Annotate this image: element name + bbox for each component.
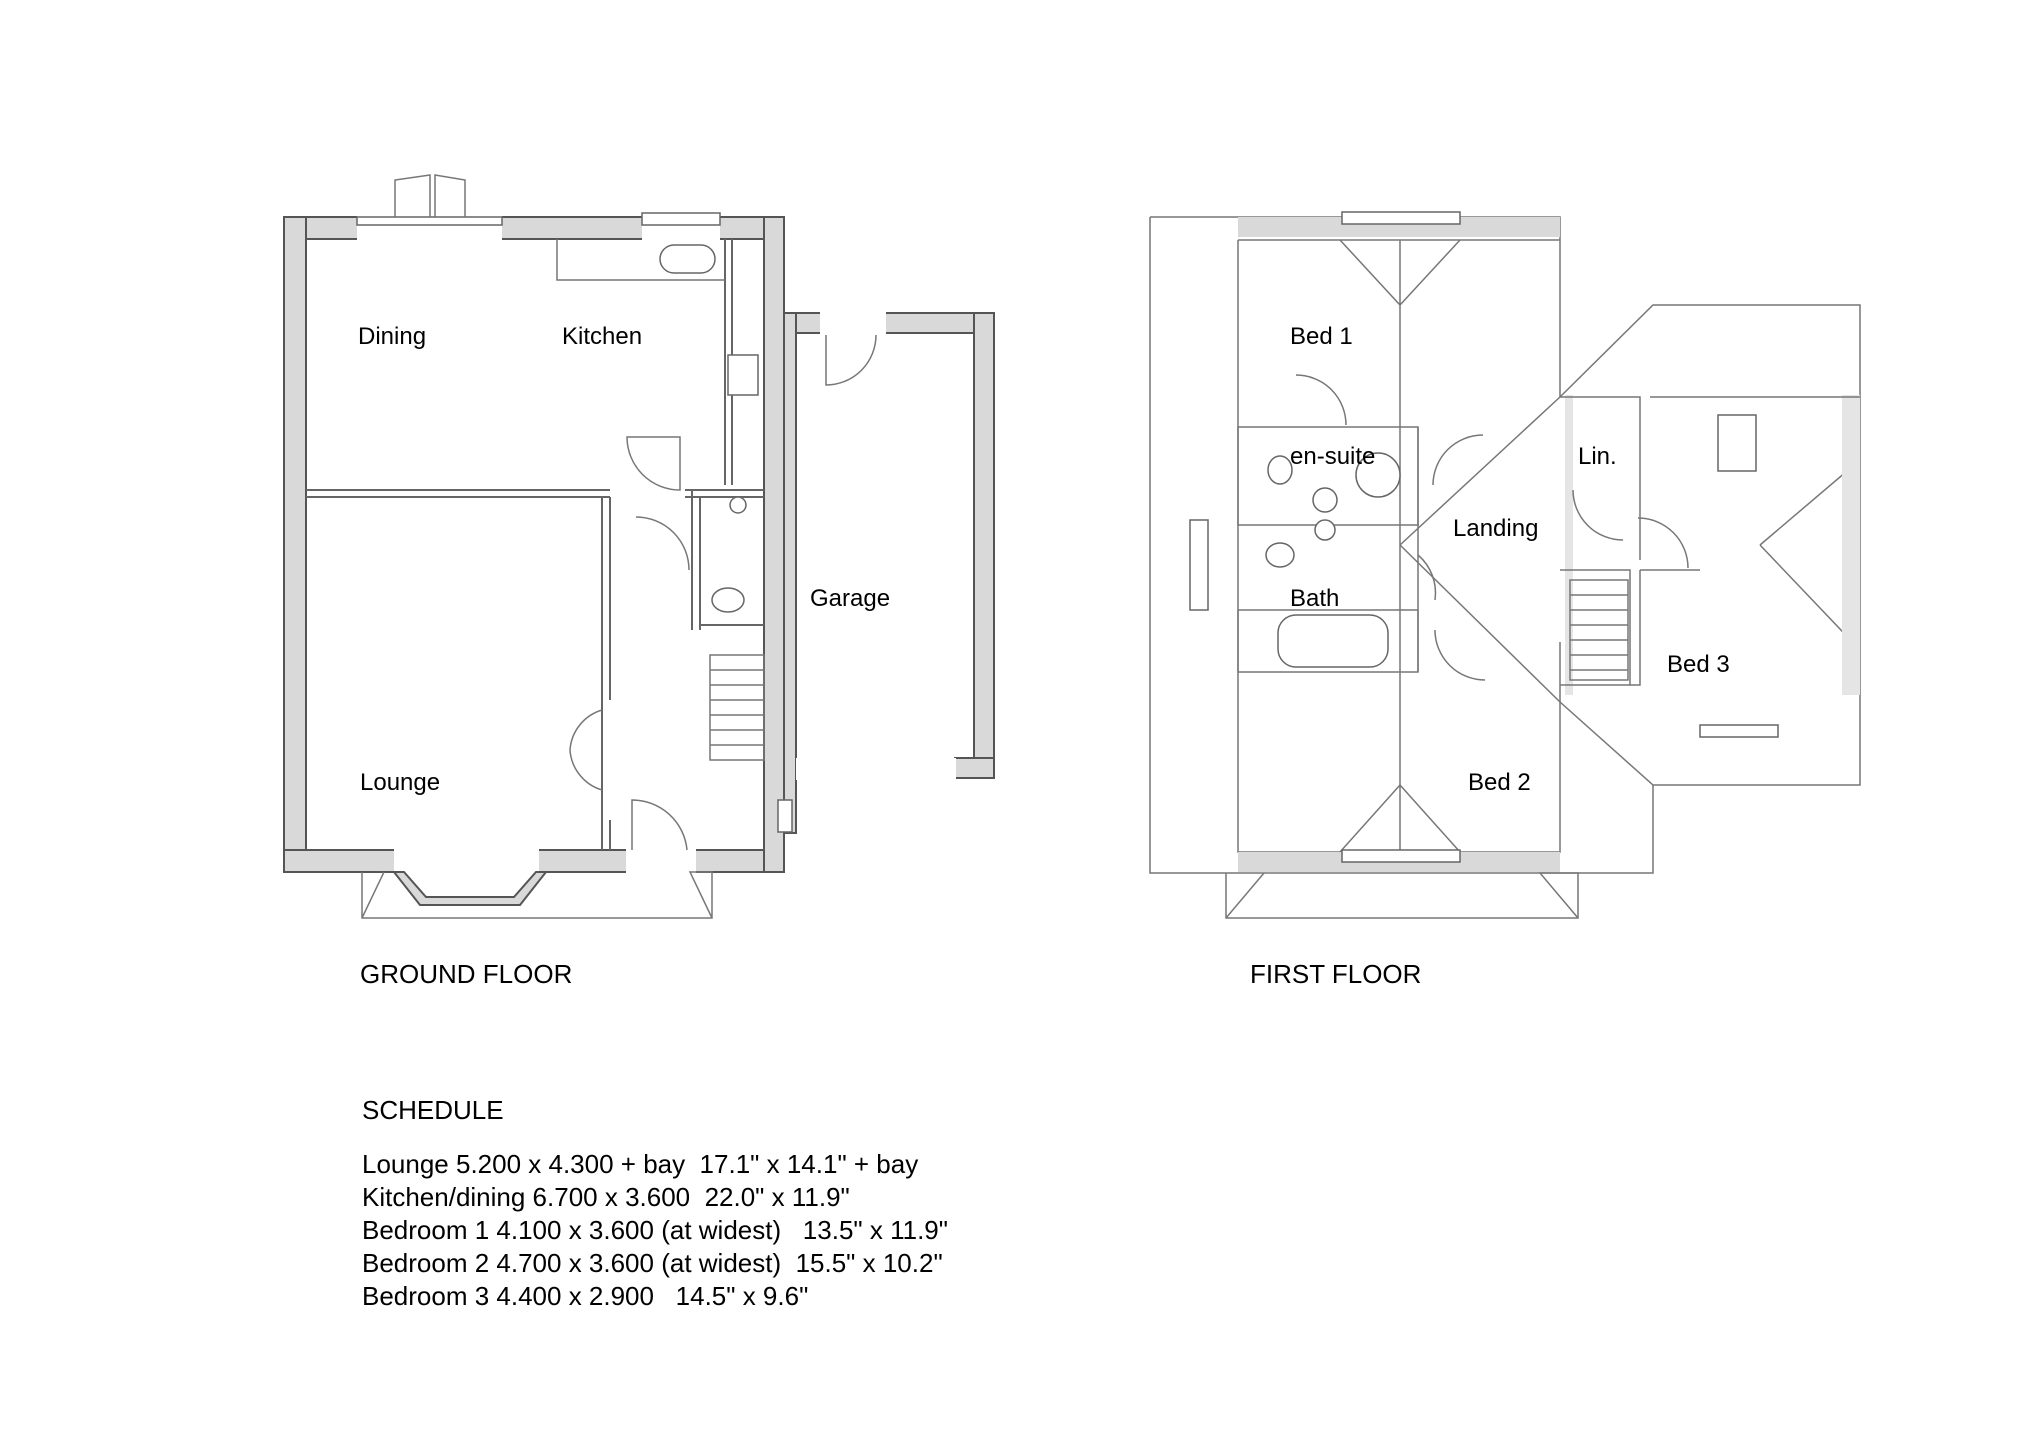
wc-basin bbox=[729, 496, 747, 514]
schedule-row-bedroom-2: Bedroom 2 4.700 x 3.600 (at widest) 15.5… bbox=[362, 1248, 943, 1278]
schedule-title: SCHEDULE bbox=[362, 1095, 504, 1125]
ground-floor-interior-walls bbox=[306, 239, 764, 850]
garage-door-opening bbox=[796, 758, 956, 780]
schedule-row-bedroom-3: Bedroom 3 4.400 x 2.900 14.5" x 9.6" bbox=[362, 1281, 809, 1311]
first-floor-partitions bbox=[1237, 426, 1419, 673]
ensuite-toilet bbox=[1267, 455, 1293, 485]
bed3-side-wall bbox=[1842, 395, 1860, 695]
wc-door-swing bbox=[635, 516, 690, 571]
bath-basin bbox=[1314, 519, 1336, 541]
ground-floor-title: GROUND FLOOR bbox=[360, 959, 572, 989]
bath-tub bbox=[1277, 614, 1389, 668]
bed3-window bbox=[1699, 724, 1779, 738]
garage-side-window bbox=[777, 799, 793, 833]
room-label-bath: Bath bbox=[1290, 585, 1339, 612]
shower bbox=[1355, 452, 1401, 498]
kitchen-door-swing bbox=[626, 436, 681, 491]
bed2-door-swing bbox=[1434, 629, 1486, 681]
bay-window bbox=[361, 871, 713, 919]
kitchen-sink bbox=[659, 244, 716, 274]
room-label-bed2: Bed 2 bbox=[1468, 769, 1531, 796]
rooflight bbox=[1717, 414, 1757, 472]
ground-floor-plan: Dining Kitchen Lounge Garage GROUND FLOO… bbox=[283, 174, 995, 989]
bed3-door-swing bbox=[1637, 517, 1689, 569]
lounge-door-swing bbox=[569, 709, 603, 791]
hob bbox=[727, 354, 759, 396]
room-label-linen: Lin. bbox=[1578, 443, 1617, 470]
room-label-lounge: Lounge bbox=[360, 769, 440, 796]
french-door-swing bbox=[394, 174, 466, 217]
first-floor-rear-wall bbox=[1238, 217, 1560, 237]
room-label-bed1: Bed 1 bbox=[1290, 323, 1353, 350]
linen-door-swing bbox=[1572, 489, 1624, 541]
room-label-landing: Landing bbox=[1453, 515, 1538, 542]
room-schedule: SCHEDULE Lounge 5.200 x 4.300 + bay 17.1… bbox=[362, 1095, 948, 1313]
bath-window bbox=[1189, 519, 1209, 611]
kitchen-worktop bbox=[556, 239, 725, 281]
front-door-opening bbox=[626, 848, 696, 874]
bed1-door-swing bbox=[1432, 434, 1484, 486]
room-label-ensuite: en-suite bbox=[1290, 443, 1375, 470]
landing-wall bbox=[1565, 395, 1573, 695]
room-label-garage: Garage bbox=[810, 585, 890, 612]
kitchen-window bbox=[641, 212, 721, 226]
room-label-kitchen: Kitchen bbox=[562, 323, 642, 350]
schedule-row-kitchen-dining: Kitchen/dining 6.700 x 3.600 22.0" x 11.… bbox=[362, 1182, 850, 1212]
room-label-dining: Dining bbox=[358, 323, 426, 350]
wc-toilet bbox=[711, 587, 745, 613]
schedule-row-lounge: Lounge 5.200 x 4.300 + bay 17.1" x 14.1"… bbox=[362, 1149, 919, 1179]
ensuite-door-swing bbox=[1295, 374, 1347, 426]
bed2-window bbox=[1341, 849, 1461, 863]
bay-opening bbox=[394, 848, 539, 874]
roof-outline bbox=[1149, 216, 1861, 919]
ensuite-basin bbox=[1312, 487, 1338, 513]
first-floor-title: FIRST FLOOR bbox=[1250, 959, 1421, 989]
ground-floor-stairs bbox=[709, 654, 765, 761]
garage-door-swing bbox=[825, 334, 877, 386]
bed1-window bbox=[1341, 211, 1461, 225]
patio-door-frame bbox=[356, 216, 503, 226]
room-label-bed3: Bed 3 bbox=[1667, 651, 1730, 678]
first-floor-stairs bbox=[1569, 579, 1629, 681]
garage-side-door-opening bbox=[820, 311, 886, 335]
bath-toilet bbox=[1265, 542, 1295, 568]
first-floor-plan: Bed 1 en-suite Lin. Landing Bath Bed 3 B… bbox=[1149, 211, 1861, 989]
landing-partitions bbox=[1560, 396, 1860, 686]
front-door-swing bbox=[631, 799, 688, 851]
schedule-row-bedroom-1: Bedroom 1 4.100 x 3.600 (at widest) 13.5… bbox=[362, 1215, 948, 1245]
bath-door-swing bbox=[1417, 554, 1437, 601]
